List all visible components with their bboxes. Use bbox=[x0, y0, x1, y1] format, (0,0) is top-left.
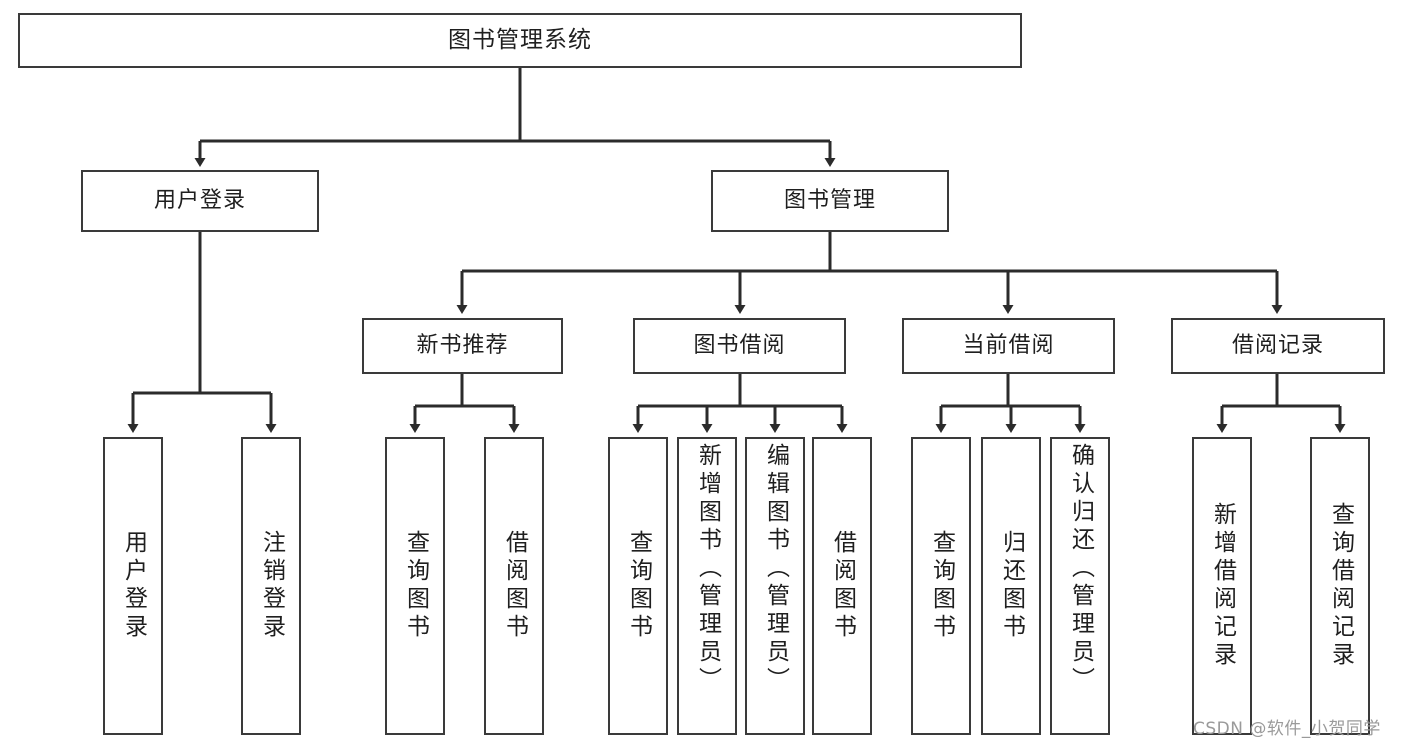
node-label: 用户登录 bbox=[153, 187, 246, 213]
node-leaf-query-borrow-record[interactable]: 查询借阅记录 bbox=[1310, 437, 1370, 735]
node-leaf-user-login[interactable]: 用户登录 bbox=[103, 437, 163, 735]
node-book-borrow[interactable]: 图书借阅 bbox=[633, 318, 846, 374]
node-leaf-query-book-recommend[interactable]: 查询图书 bbox=[385, 437, 445, 735]
node-label: 图书管理 bbox=[783, 187, 876, 213]
node-label: 图书管理系统 bbox=[448, 26, 592, 53]
node-leaf-return-book[interactable]: 归还图书 bbox=[981, 437, 1041, 735]
node-label: 新增借阅记录 bbox=[1209, 502, 1236, 670]
node-new-book-recommend[interactable]: 新书推荐 bbox=[362, 318, 563, 374]
node-leaf-confirm-return-admin[interactable]: 确认归还（管理员） bbox=[1050, 437, 1110, 735]
node-label: 借阅图书 bbox=[501, 530, 528, 642]
node-current-borrow[interactable]: 当前借阅 bbox=[902, 318, 1115, 374]
node-leaf-query-book-current[interactable]: 查询图书 bbox=[911, 437, 971, 735]
node-label: 注销登录 bbox=[258, 530, 285, 642]
watermark-text: CSDN @软件_小贺同学 bbox=[1193, 719, 1381, 739]
node-user-login[interactable]: 用户登录 bbox=[81, 170, 319, 232]
node-borrow-record[interactable]: 借阅记录 bbox=[1171, 318, 1385, 374]
node-leaf-logout[interactable]: 注销登录 bbox=[241, 437, 301, 735]
node-label: 新书推荐 bbox=[416, 332, 509, 358]
node-label: 用户登录 bbox=[120, 530, 147, 642]
node-label: 借阅图书 bbox=[829, 530, 856, 642]
node-label: 新增图书（管理员） bbox=[694, 443, 721, 695]
node-root-system[interactable]: 图书管理系统 bbox=[18, 13, 1022, 68]
node-label: 图书借阅 bbox=[693, 332, 786, 358]
node-leaf-query-book-borrow[interactable]: 查询图书 bbox=[608, 437, 668, 735]
node-label: 查询图书 bbox=[402, 530, 429, 642]
node-label: 查询借阅记录 bbox=[1327, 502, 1354, 670]
node-leaf-borrow-book[interactable]: 借阅图书 bbox=[812, 437, 872, 735]
node-label: 确认归还（管理员） bbox=[1067, 443, 1094, 695]
node-label: 编辑图书（管理员） bbox=[762, 443, 789, 695]
node-label: 当前借阅 bbox=[962, 332, 1055, 358]
node-label: 借阅记录 bbox=[1231, 332, 1324, 358]
node-leaf-borrow-book-recommend[interactable]: 借阅图书 bbox=[484, 437, 544, 735]
node-book-manage[interactable]: 图书管理 bbox=[711, 170, 949, 232]
node-label: 查询图书 bbox=[928, 530, 955, 642]
node-leaf-add-borrow-record[interactable]: 新增借阅记录 bbox=[1192, 437, 1252, 735]
node-leaf-add-book-admin[interactable]: 新增图书（管理员） bbox=[677, 437, 737, 735]
node-leaf-edit-book-admin[interactable]: 编辑图书（管理员） bbox=[745, 437, 805, 735]
node-label: 归还图书 bbox=[998, 530, 1025, 642]
node-label: 查询图书 bbox=[625, 530, 652, 642]
